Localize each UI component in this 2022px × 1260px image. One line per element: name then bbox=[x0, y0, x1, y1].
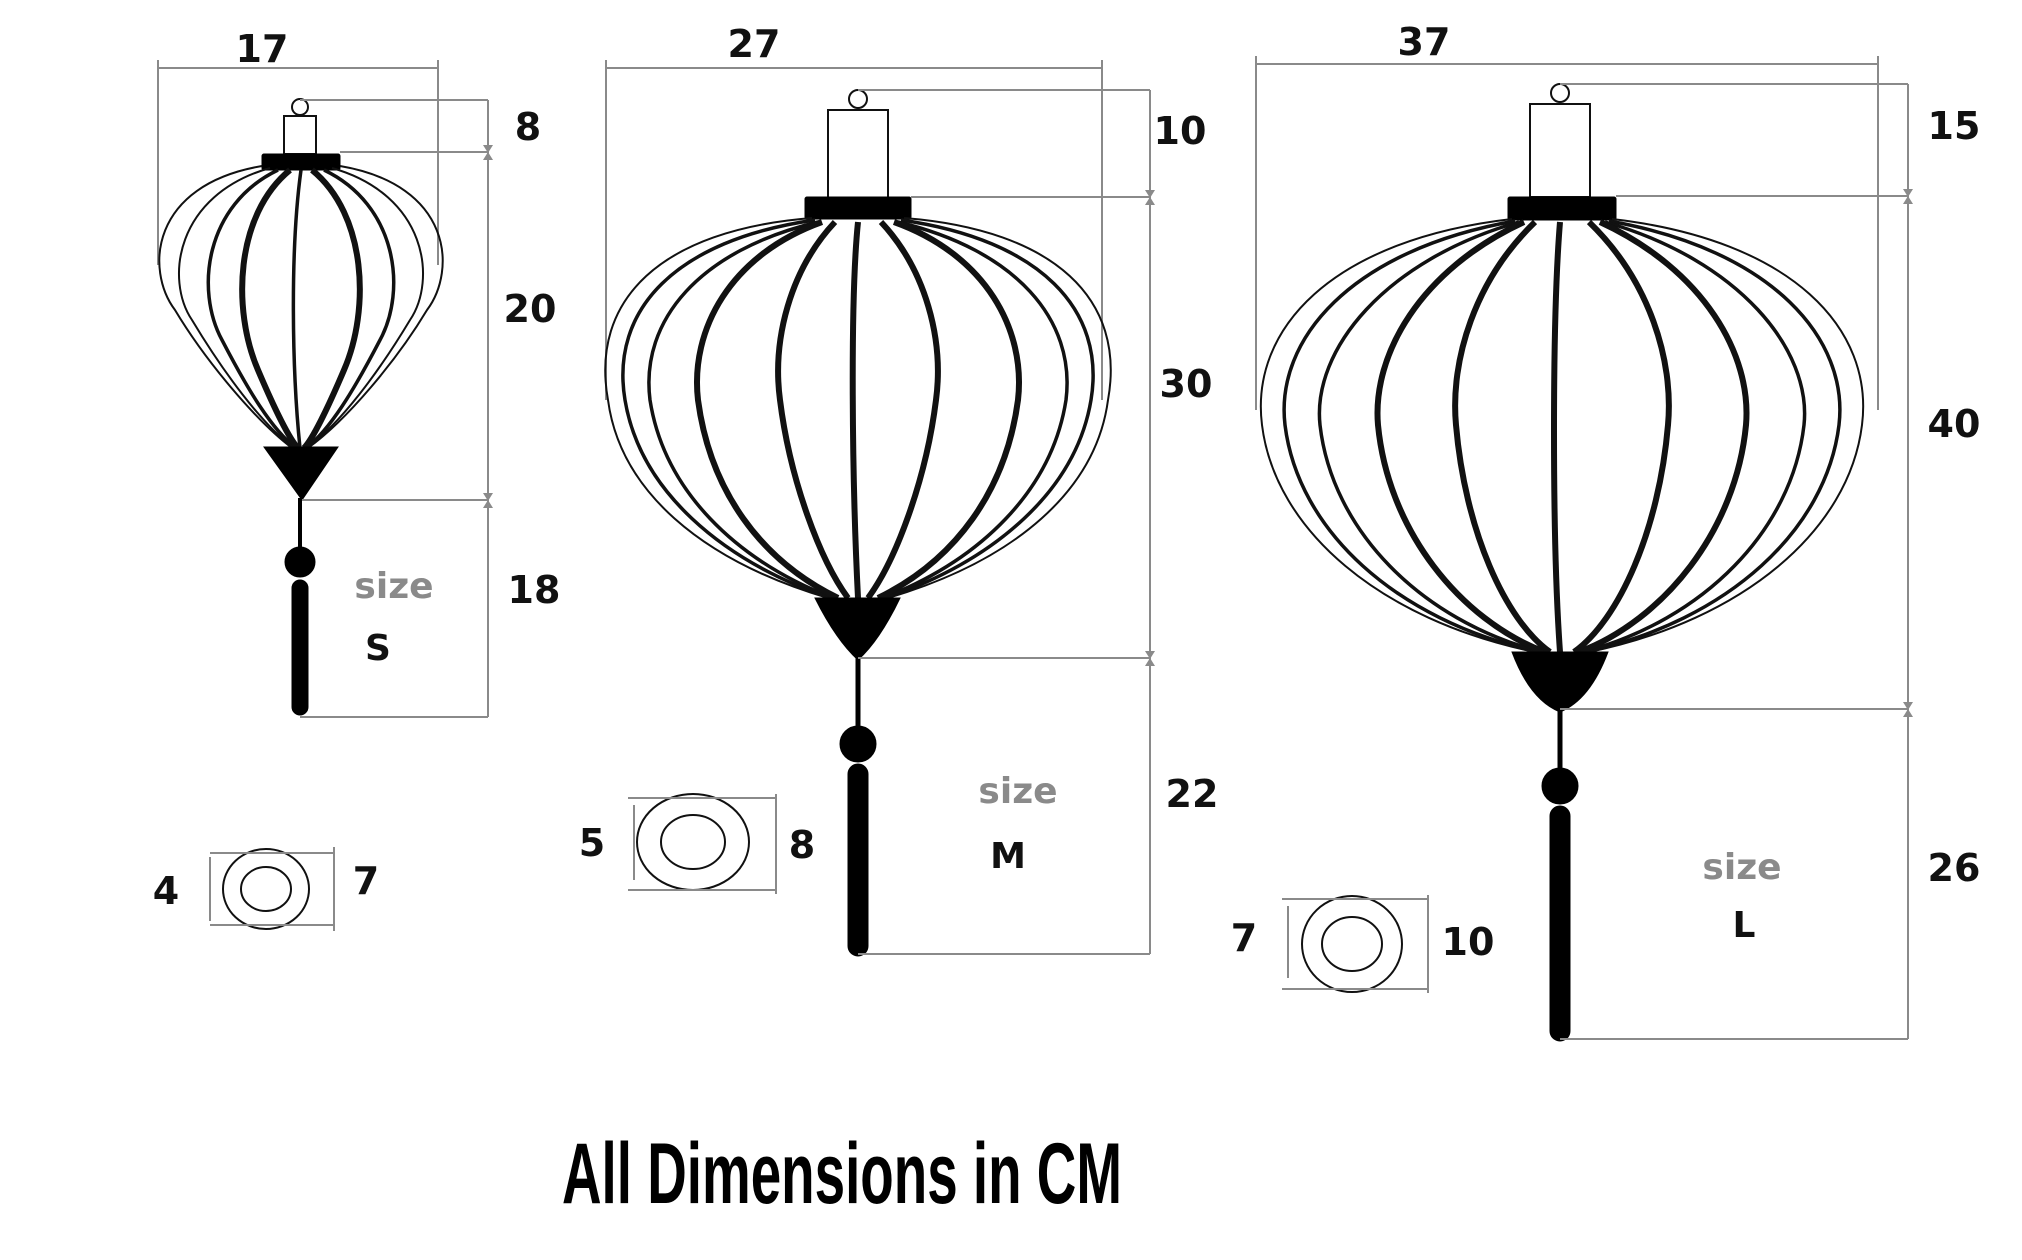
opening-outer-label-l: 10 bbox=[1442, 920, 1495, 964]
size-word-l: size bbox=[1702, 847, 1781, 888]
opening-outer-label-s: 7 bbox=[353, 859, 379, 903]
lantern-body-l bbox=[1259, 218, 1865, 655]
opening-ring-m bbox=[628, 793, 777, 894]
width-label-l: 37 bbox=[1398, 20, 1451, 64]
hanger-height-label-m: 10 bbox=[1154, 109, 1207, 153]
height-dimensions-l bbox=[1560, 83, 1913, 1040]
body-height-label-s: 20 bbox=[504, 287, 557, 331]
size-word-s: size bbox=[354, 566, 433, 607]
opening-inner-label-m: 5 bbox=[579, 821, 605, 865]
lantern-body-m bbox=[604, 217, 1112, 601]
hanger-l bbox=[1507, 83, 1617, 221]
opening-inner-label-s: 4 bbox=[153, 869, 179, 913]
width-label-m: 27 bbox=[728, 22, 781, 66]
size-word-m: size bbox=[978, 771, 1057, 812]
width-dimension-l bbox=[1255, 56, 1879, 410]
opening-outer-label-m: 8 bbox=[789, 823, 815, 867]
tassel-s bbox=[263, 446, 339, 716]
body-height-label-m: 30 bbox=[1160, 362, 1213, 406]
body-height-label-l: 40 bbox=[1928, 402, 1981, 446]
tassel-length-label-m: 22 bbox=[1166, 772, 1219, 816]
opening-inner-label-l: 7 bbox=[1231, 916, 1257, 960]
hanger-height-label-s: 8 bbox=[515, 105, 541, 149]
lantern-s: 17 bbox=[153, 27, 561, 931]
lantern-m: 27 bbox=[579, 22, 1219, 957]
size-letter-l: L bbox=[1733, 905, 1756, 946]
tassel-length-label-s: 18 bbox=[508, 568, 561, 612]
opening-ring-l bbox=[1282, 895, 1429, 993]
width-label-s: 17 bbox=[236, 27, 289, 71]
tassel-l bbox=[1511, 651, 1609, 1042]
size-letter-s: S bbox=[365, 628, 391, 669]
height-dimensions-s bbox=[300, 99, 493, 718]
width-dimension-m bbox=[605, 60, 1103, 400]
size-letter-m: M bbox=[990, 836, 1026, 877]
tassel-m bbox=[814, 597, 901, 957]
dimensions-note: All Dimensions in CM bbox=[562, 1126, 1122, 1222]
lantern-l: 37 bbox=[1231, 20, 1981, 1042]
opening-ring-s bbox=[209, 847, 335, 931]
hanger-height-label-l: 15 bbox=[1928, 104, 1981, 148]
hanger-s bbox=[261, 98, 341, 171]
hanger-m bbox=[804, 89, 912, 220]
height-dimensions-m bbox=[858, 89, 1155, 955]
tassel-length-label-l: 26 bbox=[1928, 846, 1981, 890]
lantern-body-s bbox=[158, 165, 444, 451]
